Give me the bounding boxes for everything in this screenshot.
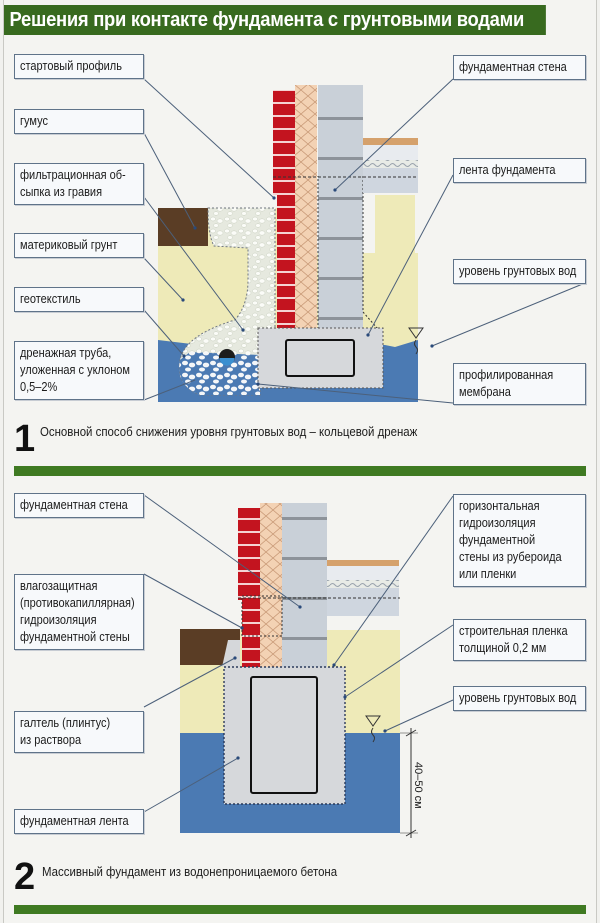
label-text: влагозащитная bbox=[20, 579, 98, 593]
label-geotextile: геотекстиль bbox=[14, 287, 144, 312]
foundation-strip-fig2 bbox=[223, 666, 346, 805]
figure-2-number: 2 bbox=[14, 856, 36, 898]
label-text: стартовый профиль bbox=[20, 59, 122, 73]
fig2-brick-upper bbox=[238, 508, 260, 600]
water-level-icon-fig2 bbox=[365, 715, 381, 743]
label-foundation-strip: лента фундамента bbox=[453, 158, 586, 183]
label-profiled-membrane: профилированная мембрана bbox=[453, 363, 586, 405]
label-text: из раствора bbox=[20, 733, 82, 747]
humus bbox=[158, 208, 208, 246]
page-title: Решения при контакте фундамента с грунто… bbox=[4, 5, 546, 35]
label-horizontal-waterproofing: горизонтальная гидроизоляция фундаментной с… bbox=[453, 494, 586, 587]
label-text: фундаментной bbox=[459, 533, 536, 547]
label-text: 0,5–2% bbox=[20, 380, 58, 394]
fig1-insulation bbox=[295, 85, 317, 329]
label-text: уровень грунтовых вод bbox=[459, 691, 577, 705]
fig2-insulation bbox=[260, 503, 282, 668]
label-text: дренажная труба, bbox=[20, 346, 112, 360]
label-text: толщиной 0,2 мм bbox=[459, 641, 547, 655]
label-text: горизонтальная bbox=[459, 499, 540, 513]
foundation-strip-fig1 bbox=[257, 327, 384, 389]
label-text: или пленки bbox=[459, 567, 517, 581]
fig1-leader-lines bbox=[143, 78, 586, 404]
label-text: фундаментная стена bbox=[459, 60, 567, 74]
drain-pipe-icon bbox=[219, 349, 235, 366]
label-construction-film: строительная пленка толщиной 0,2 мм bbox=[453, 619, 586, 661]
label-text: гидроизоляция bbox=[20, 613, 97, 627]
label-text: гидроизоляция bbox=[459, 516, 536, 530]
label-text: мембрана bbox=[459, 385, 511, 399]
figure-1-caption: Основной способ снижения уровня грунтовы… bbox=[40, 424, 418, 439]
label-capillary-waterproofing: влагозащитная (противокапиллярная) гидроиз… bbox=[14, 574, 144, 650]
fig2-leader-lines bbox=[143, 494, 454, 813]
bottom-divider bbox=[14, 905, 586, 914]
label-text: (противокапиллярная) bbox=[20, 596, 135, 610]
label-text: строительная пленка bbox=[459, 624, 568, 638]
label-foundation-strip-2: фундаментная лента bbox=[14, 809, 144, 834]
label-foundation-wall: фундаментная стена bbox=[453, 55, 586, 80]
fig2-leader-dots bbox=[233, 605, 387, 760]
label-mortar-fillet: галтель (плинтус) из раствора bbox=[14, 711, 144, 753]
figure-1-number: 1 bbox=[14, 418, 36, 460]
label-starting-profile: стартовый профиль bbox=[14, 54, 144, 79]
label-text: уложенная с уклоном bbox=[20, 363, 130, 377]
section-divider bbox=[14, 466, 586, 476]
label-text: фильтрационная об- bbox=[20, 168, 126, 182]
label-text: фундаментная стена bbox=[20, 498, 128, 512]
figure-2-caption: Массивный фундамент из водонепроницаемог… bbox=[42, 864, 338, 879]
label-text: гумус bbox=[20, 114, 48, 128]
gravel-below-water bbox=[179, 352, 260, 395]
label-text: уровень грунтовых вод bbox=[459, 264, 577, 278]
label-text: стены из рубероида bbox=[459, 550, 562, 564]
label-text: галтель (плинтус) bbox=[20, 716, 111, 730]
label-groundwater-level-2: уровень грунтовых вод bbox=[453, 686, 586, 711]
label-text: фундаментная лента bbox=[20, 814, 129, 828]
label-gravel-backfill: фильтрационная об-сыпка из гравия bbox=[14, 163, 144, 205]
label-text: профилированная bbox=[459, 368, 554, 382]
label-foundation-wall-2: фундаментная стена bbox=[14, 493, 144, 518]
label-drain-pipe: дренажная труба, уложенная с уклоном 0,5–2… bbox=[14, 341, 144, 400]
fig1-leader-dots bbox=[181, 188, 434, 386]
label-text: материковый грунт bbox=[20, 238, 118, 252]
label-groundwater-level: уровень грунтовых вод bbox=[453, 259, 586, 284]
dimension-line bbox=[400, 728, 418, 838]
fig1-brick-upper bbox=[273, 90, 295, 195]
foundation-wall-fig1 bbox=[318, 85, 363, 329]
dimension-label: 40–50 см bbox=[412, 762, 424, 809]
foundation-wall-fig2 bbox=[282, 503, 327, 668]
label-text: лента фундамента bbox=[459, 163, 556, 177]
water-level-icon bbox=[408, 327, 424, 355]
label-text: сыпка из гравия bbox=[20, 185, 103, 199]
label-text: геотекстиль bbox=[20, 292, 81, 306]
label-native-soil: материковый грунт bbox=[14, 233, 144, 258]
label-humus: гумус bbox=[14, 109, 144, 134]
label-text: фундаментной стены bbox=[20, 630, 130, 644]
fig1-floor-board bbox=[363, 138, 418, 145]
